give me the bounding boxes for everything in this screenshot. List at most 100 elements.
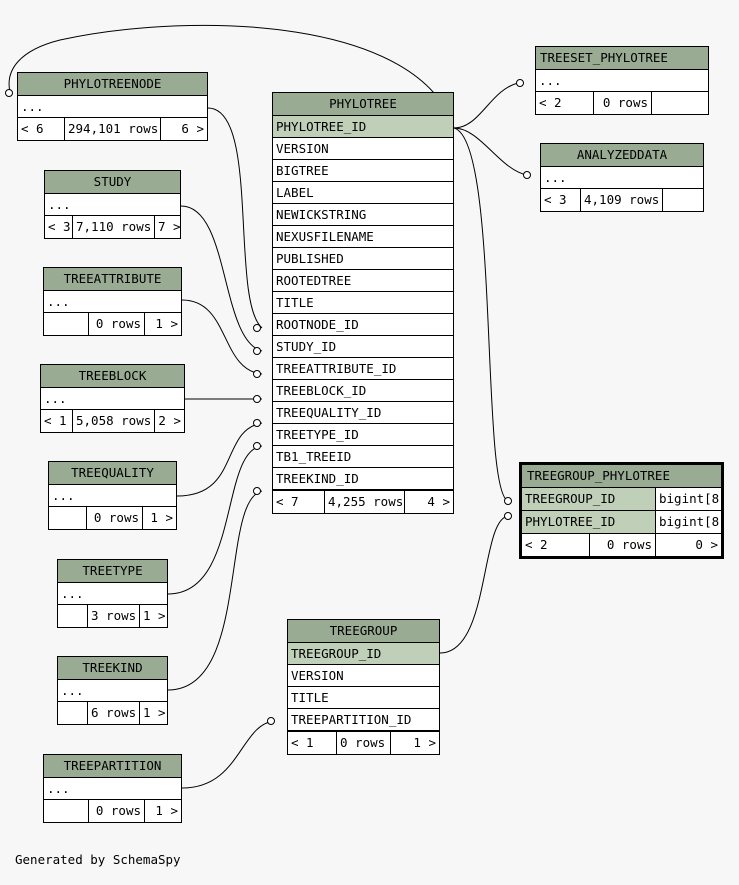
- table-treeblock[interactable]: TREEBLOCK ... < 1 5,058 rows 2 >: [40, 364, 185, 433]
- table-title: TREEATTRIBUTE: [44, 268, 181, 291]
- row-count: 0 rows: [89, 313, 145, 335]
- parents-count[interactable]: [49, 507, 87, 529]
- parents-count[interactable]: < 7: [273, 491, 325, 513]
- row-count: 0 rows: [337, 732, 391, 754]
- row-count: 0 rows: [594, 92, 652, 114]
- parents-count[interactable]: < 1: [288, 732, 337, 754]
- column-row: TITLE: [288, 687, 439, 709]
- table-treequality[interactable]: TREEQUALITY ... 0 rows 1 >: [48, 461, 177, 530]
- row-count: 5,058 rows: [73, 410, 155, 432]
- table-footer: < 1 5,058 rows 2 >: [41, 410, 184, 432]
- column-row: ...: [49, 485, 176, 507]
- table-treeset-phylotree[interactable]: TREESET_PHYLOTREE ... < 2 0 rows: [535, 46, 709, 115]
- column-name: PHYLOTREE_ID: [522, 511, 656, 533]
- table-title: TREEBLOCK: [41, 365, 184, 388]
- table-treegroup[interactable]: TREEGROUP TREEGROUP_ID VERSION TITLE TRE…: [287, 619, 440, 755]
- column-row: ...: [41, 388, 184, 410]
- column-row: ...: [58, 680, 167, 702]
- column-row: STUDY_ID: [273, 336, 453, 358]
- table-footer: 0 rows 1 >: [44, 313, 181, 335]
- table-title: TREEQUALITY: [49, 462, 176, 485]
- table-treeattribute[interactable]: TREEATTRIBUTE ... 0 rows 1 >: [43, 267, 182, 336]
- column-type: bigint[8]: [659, 491, 721, 506]
- children-count[interactable]: 6 >: [181, 121, 204, 136]
- column-row: VERSION: [273, 138, 453, 160]
- table-footer: < 3 4,109 rows: [541, 189, 703, 211]
- children-count[interactable]: 0 >: [695, 537, 718, 552]
- table-footer: 0 rows 1 >: [49, 507, 176, 529]
- column-row: NEWICKSTRING: [273, 204, 453, 226]
- children-count[interactable]: [652, 92, 708, 114]
- table-footer: 6 rows 1 >: [58, 702, 167, 724]
- column-row: TREETYPE_ID: [273, 424, 453, 446]
- column-row: TB1_TREEID: [273, 446, 453, 468]
- primary-key-column: TREEGROUP_ID: [288, 643, 439, 665]
- row-count: 0 rows: [89, 800, 145, 822]
- children-count[interactable]: 4 >: [427, 494, 450, 509]
- parents-count[interactable]: [58, 702, 88, 724]
- row-count: 0 rows: [590, 534, 656, 556]
- children-count[interactable]: 1 >: [413, 735, 436, 750]
- children-count[interactable]: 7 >: [158, 219, 180, 234]
- column-row: ...: [536, 70, 708, 92]
- column-row: VERSION: [288, 665, 439, 687]
- parents-count[interactable]: < 3: [541, 189, 581, 211]
- row-count: 294,101 rows: [65, 118, 161, 140]
- table-study[interactable]: STUDY ... < 3 7,110 rows 7 >: [44, 170, 181, 239]
- table-title: ANALYZEDDATA: [541, 144, 703, 167]
- column-row: ...: [45, 194, 180, 216]
- column-row: ...: [541, 167, 703, 189]
- column-row: BIGTREE: [273, 160, 453, 182]
- column-row: ...: [44, 291, 181, 313]
- parents-count[interactable]: < 1: [41, 410, 73, 432]
- row-count: 6 rows: [88, 702, 140, 724]
- generated-by-note: Generated by SchemaSpy: [15, 852, 181, 867]
- children-count[interactable]: 1 >: [150, 510, 173, 525]
- table-title: TREEGROUP_PHYLOTREE: [522, 465, 721, 488]
- table-treegroup-phylotree[interactable]: TREEGROUP_PHYLOTREE TREEGROUP_ID bigint[…: [519, 462, 724, 559]
- column-row: ROOTNODE_ID: [273, 314, 453, 336]
- table-footer: < 6 294,101 rows 6 >: [18, 118, 207, 140]
- column-row: TREEGROUP_ID bigint[8]: [522, 488, 721, 511]
- table-treekind[interactable]: TREEKIND ... 6 rows 1 >: [57, 656, 168, 725]
- children-count[interactable]: 1 >: [155, 316, 178, 331]
- table-analyzeddata[interactable]: ANALYZEDDATA ... < 3 4,109 rows: [540, 143, 704, 212]
- row-count: 4,255 rows: [325, 491, 405, 513]
- parents-count[interactable]: [58, 605, 88, 627]
- table-treepartition[interactable]: TREEPARTITION ... 0 rows 1 >: [43, 754, 182, 823]
- column-row: TREEPARTITION_ID: [288, 709, 439, 731]
- table-footer: < 2 0 rows: [536, 92, 708, 114]
- parents-count[interactable]: [44, 313, 89, 335]
- row-count: 7,110 rows: [73, 216, 155, 238]
- column-row: TREEQUALITY_ID: [273, 402, 453, 424]
- table-footer: < 1 0 rows 1 >: [288, 731, 439, 754]
- table-phylotree[interactable]: PHYLOTREE PHYLOTREE_ID VERSION BIGTREE L…: [272, 92, 454, 514]
- children-count[interactable]: 2 >: [158, 413, 181, 428]
- table-title: TREEPARTITION: [44, 755, 181, 778]
- table-phylotreenode[interactable]: PHYLOTREENODE ... < 6 294,101 rows 6 >: [17, 72, 208, 141]
- parents-count[interactable]: < 3: [45, 216, 73, 238]
- column-row: ROOTEDTREE: [273, 270, 453, 292]
- parents-count[interactable]: < 2: [536, 92, 594, 114]
- table-title: TREETYPE: [58, 560, 167, 583]
- table-treetype[interactable]: TREETYPE ... 3 rows 1 >: [57, 559, 168, 628]
- column-row: TREEBLOCK_ID: [273, 380, 453, 402]
- row-count: 3 rows: [88, 605, 140, 627]
- column-row: NEXUSFILENAME: [273, 226, 453, 248]
- children-count[interactable]: 1 >: [143, 608, 166, 623]
- column-name: TREEGROUP_ID: [522, 488, 656, 510]
- parents-count[interactable]: [44, 800, 89, 822]
- table-footer: < 7 4,255 rows 4 >: [273, 490, 453, 513]
- column-row: PUBLISHED: [273, 248, 453, 270]
- children-count[interactable]: [663, 189, 703, 211]
- column-row: LABEL: [273, 182, 453, 204]
- parents-count[interactable]: < 2: [522, 534, 590, 556]
- children-count[interactable]: 1 >: [143, 705, 166, 720]
- table-footer: 3 rows 1 >: [58, 605, 167, 627]
- parents-count[interactable]: < 6: [18, 118, 65, 140]
- table-footer: 0 rows 1 >: [44, 800, 181, 822]
- children-count[interactable]: 1 >: [155, 803, 178, 818]
- table-title: TREEKIND: [58, 657, 167, 680]
- table-footer: < 3 7,110 rows 7 >: [45, 216, 180, 238]
- row-count: 0 rows: [87, 507, 143, 529]
